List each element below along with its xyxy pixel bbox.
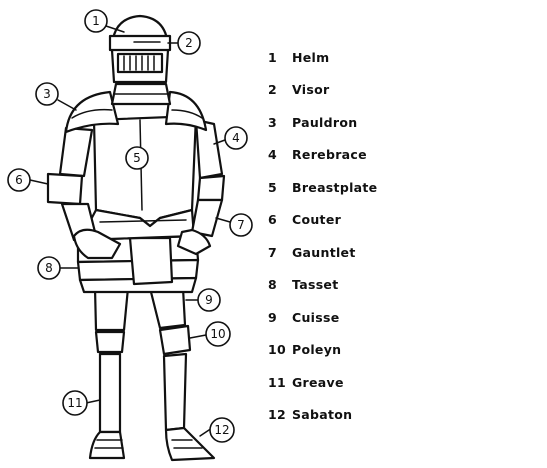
legend-label: Cuisse [292,309,340,325]
svg-text:1: 1 [92,14,100,28]
legend-label: Poleyn [292,342,342,358]
legend-label: Helm [292,49,330,65]
legend-item-cuisse: 9 Cuisse [268,301,528,334]
legend-label: Visor [292,82,330,98]
right-arm [176,118,226,256]
legend-number: 1 [268,49,277,65]
legend-number: 2 [268,82,277,98]
callout-9: 9 [197,288,221,312]
legend-number: 11 [268,374,286,390]
armor-parts-legend: 1 Helm 2 Visor 3 Pauldron 4 Rerebrace 5 Breas… [268,41,528,431]
legend-item-greave: 11 Greave [268,366,528,399]
legend-label: Breastplate [292,179,378,195]
legend-number: 6 [268,212,277,228]
legend-label: Greave [292,374,344,390]
svg-text:2: 2 [185,36,193,50]
svg-text:9: 9 [205,293,213,307]
svg-text:10: 10 [210,327,225,341]
callout-4: 4 [224,126,248,150]
legend-label: Gauntlet [292,244,356,260]
svg-text:6: 6 [15,173,23,187]
legend-item-breastplate: 5 Breastplate [268,171,528,204]
svg-text:3: 3 [43,87,51,101]
legend-number: 12 [268,407,286,423]
callout-10: 10 [205,321,231,347]
legend-number: 10 [268,342,286,358]
leader-lines [29,25,231,437]
legend-number: 8 [268,277,277,293]
legend-label: Couter [292,212,342,228]
legend-item-poleyn: 10 Poleyn [268,334,528,367]
svg-text:5: 5 [133,151,141,165]
svg-text:12: 12 [214,423,229,437]
callout-3: 3 [35,82,59,106]
left-arm [46,126,122,260]
callout-5: 5 [125,146,149,170]
left-leg [88,286,130,460]
legend-item-visor: 2 Visor [268,74,528,107]
svg-text:4: 4 [232,131,240,145]
callout-12: 12 [209,417,235,443]
legend-label: Rerebrace [292,147,367,163]
callout-6: 6 [7,168,31,192]
legend-number: 3 [268,114,277,130]
right-leg [148,286,216,462]
svg-text:8: 8 [45,261,53,275]
callout-2: 2 [177,31,201,55]
legend-item-helm: 1 Helm [268,41,528,74]
legend-label: Pauldron [292,114,358,130]
legend-label: Sabaton [292,407,353,423]
svg-text:7: 7 [237,218,245,232]
torso [78,114,198,242]
legend-number: 4 [268,147,277,163]
legend-label: Tasset [292,277,339,293]
legend-number: 9 [268,309,277,325]
legend-number: 7 [268,244,277,260]
helm [108,14,172,84]
callout-7: 7 [229,213,253,237]
callout-8: 8 [37,256,61,280]
pauldrons [64,90,208,134]
callout-11: 11 [62,390,88,416]
legend-item-pauldron: 3 Pauldron [268,106,528,139]
callout-1: 1 [84,9,108,33]
legend-item-gauntlet: 7 Gauntlet [268,236,528,269]
legend-item-rerebrace: 4 Rerebrace [268,139,528,172]
legend-item-sabaton: 12 Sabaton [268,399,528,432]
svg-text:11: 11 [67,396,82,410]
legend-number: 5 [268,179,277,195]
legend-item-couter: 6 Couter [268,204,528,237]
legend-item-tasset: 8 Tasset [268,269,528,302]
